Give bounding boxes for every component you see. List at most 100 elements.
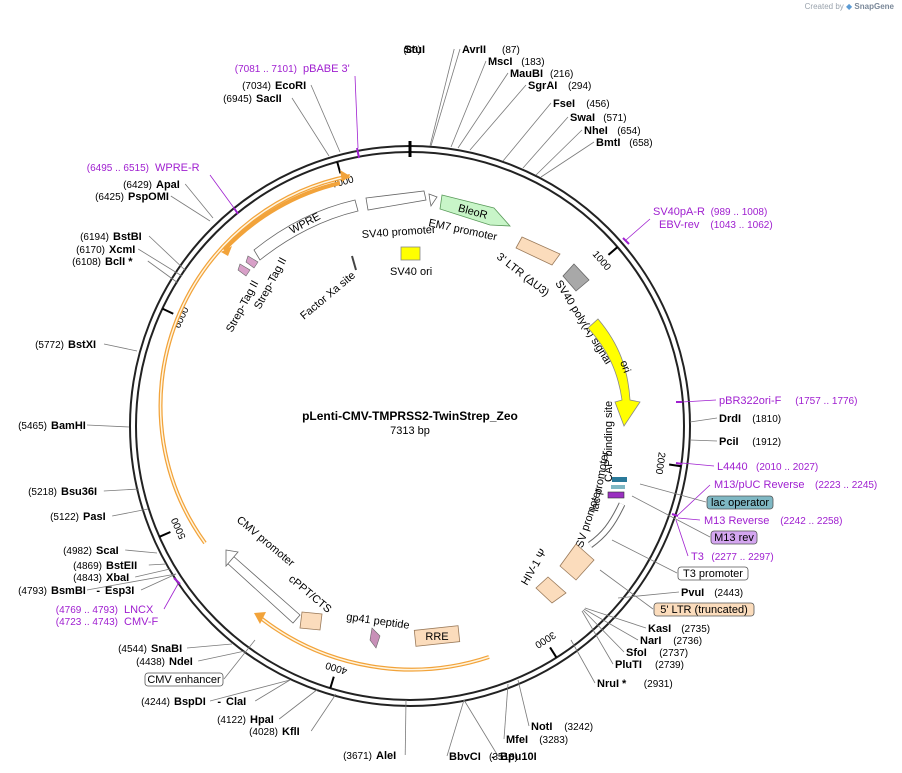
site-position: (1912): [752, 437, 781, 448]
site-position: (2736): [673, 636, 702, 647]
site-name: Bsu36I: [61, 486, 97, 498]
site-position: (4793): [18, 586, 47, 597]
site-position: (3242): [564, 722, 593, 733]
sv40-ori-label: SV40 ori: [390, 266, 432, 278]
site-leader: [617, 591, 680, 599]
site-leader: [148, 235, 187, 272]
restriction-site: MscI(183): [488, 56, 545, 68]
site-name: SnaBI: [151, 643, 182, 655]
site-name: ApaI: [156, 179, 180, 191]
boxed-feature: lac operator: [706, 495, 774, 510]
site-name: AvrII: [462, 44, 486, 56]
site-position: (5465): [18, 421, 47, 432]
feature-leader: [631, 495, 711, 538]
restriction-site: XcmI(6170): [76, 244, 135, 256]
site-leader: [112, 508, 149, 517]
site-name: Bpu10I: [500, 751, 537, 763]
site-position: (86): [403, 45, 421, 56]
site-name: PluTI: [615, 659, 642, 671]
feature-leader: [223, 639, 256, 680]
rre-label: RRE: [425, 631, 448, 643]
site-name: BmtI: [596, 137, 620, 149]
site-leader: [184, 183, 214, 219]
primer-marks: [173, 147, 683, 585]
site-position: (3518): [489, 752, 518, 763]
site-position: (2735): [681, 624, 710, 635]
boxed-feature-bg: [144, 672, 224, 687]
primer-leader: [677, 517, 701, 521]
primer-range: (7081 .. 7101): [235, 64, 297, 75]
site-leader: [450, 60, 487, 148]
restriction-site: BamHI(5465): [18, 420, 86, 432]
site-position: (87): [502, 45, 520, 56]
restriction-site: ClaI-: [217, 696, 246, 708]
site-dash: -: [491, 751, 495, 763]
site-name: BbvCI: [449, 751, 481, 763]
site-name: BspDI: [174, 696, 206, 708]
rre-box: [413, 625, 461, 647]
restriction-site: FseI (456): [553, 98, 610, 110]
tick-mark: [607, 246, 619, 256]
restriction-site: SwaI (571): [570, 112, 627, 124]
tick-mark: [329, 676, 335, 689]
site-position: (456): [586, 99, 609, 110]
ltr3-box: [515, 236, 561, 266]
site-name: XbaI: [106, 572, 129, 584]
restriction-site: MfeI(3283): [506, 734, 568, 746]
site-position: (4869): [73, 561, 102, 572]
site-leader: [689, 439, 718, 442]
orf-arc-bottom-inner: [261, 618, 490, 671]
site-position: (6194): [80, 232, 109, 243]
site-position: (216): [550, 69, 573, 80]
site-leader: [502, 102, 552, 162]
restriction-site: BclI *(6108): [72, 256, 133, 268]
site-leader: [86, 573, 177, 591]
feature-leader: [639, 483, 707, 503]
site-leader: [291, 97, 330, 157]
site-leader: [535, 129, 583, 176]
site-name: MauBI: [510, 68, 543, 80]
site-position: (571): [603, 113, 626, 124]
site-position: (2739): [655, 660, 684, 671]
site-name: SwaI: [570, 112, 595, 124]
lac-operator-mark: [611, 485, 625, 489]
tick-mark: [159, 531, 171, 538]
site-name: PvuI: [681, 587, 704, 599]
restriction-site: BsmBI(4793): [18, 585, 86, 597]
site-dash: -: [96, 585, 100, 597]
sv40-promoter-arrow: [365, 190, 427, 211]
site-position: (4244): [141, 697, 170, 708]
site-leader: [198, 650, 246, 662]
restriction-site: PluTI (2739): [615, 659, 684, 671]
site-name: PspOMI: [128, 191, 169, 203]
site-position: (7034): [242, 81, 271, 92]
site-position: (4544): [118, 644, 147, 655]
restriction-site: DrdI(1810): [719, 413, 781, 425]
bleor-arrow: [439, 194, 511, 227]
primer-leader: [209, 174, 235, 209]
restriction-site: SgrAI(294): [528, 80, 591, 92]
plasmid-length: 7313 bp: [390, 425, 430, 437]
site-leader: [254, 679, 291, 702]
site-name: DrdI: [719, 413, 741, 425]
restriction-site: AvrII (87): [462, 44, 520, 56]
factor-xa-mark: [351, 255, 357, 271]
restriction-site: KasI(2735): [648, 623, 710, 635]
site-leader: [584, 607, 647, 629]
primer-leader: [677, 484, 711, 516]
site-leader: [469, 84, 527, 151]
site-name: Esp3I: [105, 585, 134, 597]
site-leader: [582, 609, 625, 653]
site-name: FseI: [553, 98, 575, 110]
site-name: NdeI: [169, 656, 193, 668]
feature-leader: [611, 539, 678, 574]
restriction-site: NheI(654): [584, 125, 641, 137]
tick-label: 5000: [169, 515, 188, 540]
boxed-feature: CMV enhancer: [144, 672, 224, 687]
restriction-site: Bpu10I-: [491, 751, 536, 763]
boxed-feature-bg: [653, 602, 755, 617]
site-position: (183): [521, 57, 544, 68]
tick-mark: [336, 161, 342, 174]
site-name: HpaI: [250, 714, 274, 726]
